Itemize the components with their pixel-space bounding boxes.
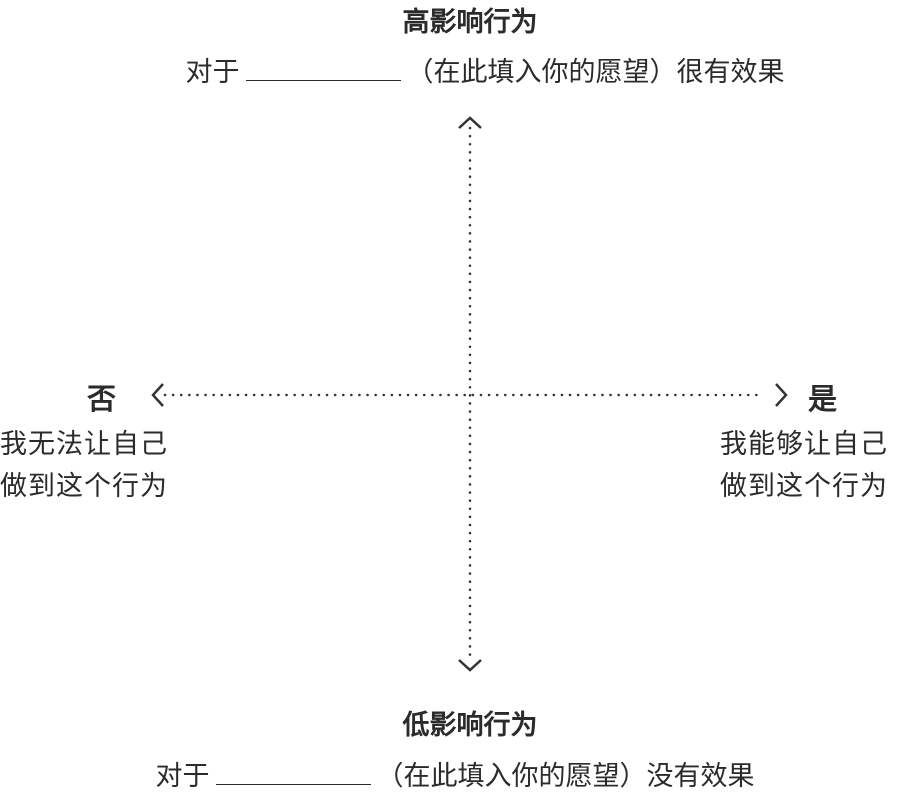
right-desc-line1: 我能够让自己: [720, 429, 888, 460]
left-desc-line2: 做到这个行为: [0, 471, 168, 502]
top-suffix: （在此填入你的愿望）很有效果: [406, 57, 785, 88]
arrow-right-icon: [775, 383, 788, 407]
left-desc-line1: 我无法让自己: [0, 429, 168, 460]
arrow-up-icon: [458, 116, 482, 129]
bottom-statement: 对于 （在此填入你的愿望）没有效果: [0, 754, 913, 793]
top-blank: [245, 58, 401, 81]
arrow-down-icon: [458, 659, 482, 672]
right-description: 我能够让自己 做到这个行为: [720, 424, 888, 508]
left-description: 我无法让自己 做到这个行为: [0, 424, 168, 508]
right-desc-line2: 做到这个行为: [720, 471, 888, 502]
bottom-blank: [215, 762, 371, 785]
arrow-left-icon: [151, 383, 164, 407]
left-label: 否: [87, 382, 117, 416]
top-title: 高影响行为: [402, 7, 538, 38]
bottom-title: 低影响行为: [402, 710, 538, 741]
right-label: 是: [808, 382, 838, 416]
bottom-suffix: （在此填入你的愿望）没有效果: [376, 761, 755, 792]
top-prefix: 对于: [185, 57, 240, 88]
top-statement: 对于 （在此填入你的愿望）很有效果: [0, 50, 913, 89]
bottom-prefix: 对于: [155, 761, 210, 792]
